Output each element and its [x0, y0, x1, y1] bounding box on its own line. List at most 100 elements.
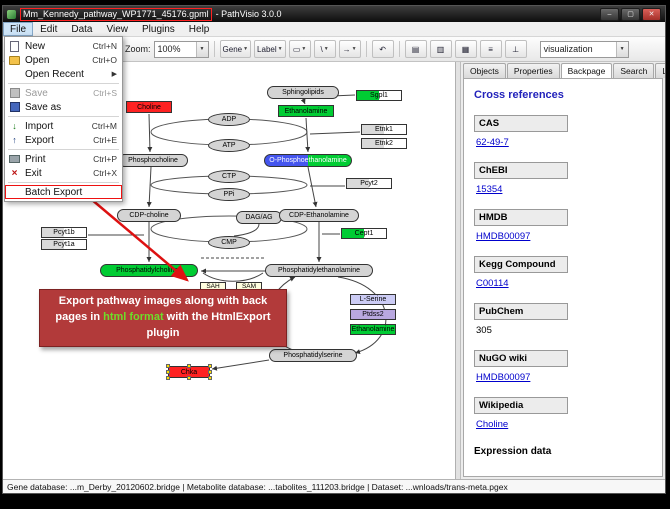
- menu-separator: [8, 182, 119, 183]
- file-menu-item-save-as[interactable]: Save as: [5, 100, 122, 114]
- backpage-link[interactable]: 62-49-7: [476, 137, 509, 148]
- stack-vertical-button[interactable]: ≡: [479, 40, 502, 58]
- selection-handle[interactable]: [208, 376, 212, 380]
- chevron-down-icon[interactable]: ▼: [301, 46, 307, 52]
- selection-handle[interactable]: [166, 370, 170, 374]
- tab-legend[interactable]: Legend: [655, 63, 665, 78]
- pathway-node-sphingolipids[interactable]: Sphingolipids: [267, 85, 339, 99]
- pathway-node-o-phosphoethanolamine[interactable]: O-Phosphoethanolamine: [264, 153, 352, 167]
- pathway-node-etnk2[interactable]: Etnk2: [361, 137, 407, 149]
- backpage-link[interactable]: Choline: [476, 419, 509, 430]
- pathway-node-choline[interactable]: Choline: [126, 101, 172, 113]
- tab-backpage[interactable]: Backpage: [560, 63, 613, 78]
- pathway-node-phosphatidylcholines[interactable]: Phosphatidylcholines: [100, 263, 198, 277]
- menu-plugins[interactable]: Plugins: [141, 23, 175, 35]
- backpage-link[interactable]: HMDB00097: [476, 372, 531, 383]
- chevron-down-icon[interactable]: ▼: [351, 46, 357, 52]
- selection-handle[interactable]: [166, 364, 170, 368]
- pathway-node-pcyt2[interactable]: Pcyt2: [346, 177, 392, 189]
- pathway-node-atp[interactable]: ATP: [208, 138, 250, 152]
- backpage-link[interactable]: HMDB00097: [476, 231, 531, 242]
- pathway-node-cdp-choline[interactable]: CDP-choline: [117, 208, 181, 222]
- chevron-down-icon[interactable]: ▼: [615, 41, 628, 57]
- menu-help[interactable]: Help: [188, 23, 210, 35]
- pathway-node-chka[interactable]: Chka: [166, 364, 212, 380]
- stack-horizontal-button-glyph: ⊥: [512, 44, 520, 54]
- connector-tool-button[interactable]: →▼: [338, 40, 361, 58]
- shape-tool-button[interactable]: ▭▼: [288, 40, 311, 58]
- chevron-down-icon[interactable]: ▼: [195, 41, 208, 57]
- maximize-button[interactable]: ▢: [621, 7, 640, 21]
- stack-horizontal-button[interactable]: ⊥: [504, 40, 527, 58]
- file-menu-item-batch-export[interactable]: Batch Export: [5, 185, 122, 199]
- backpage-link[interactable]: 15354: [476, 184, 503, 195]
- pathway-node-ethanolamine[interactable]: Ethanolamine: [350, 323, 396, 335]
- menu-item-shortcut: Ctrl+S: [93, 88, 117, 98]
- menu-edit[interactable]: Edit: [40, 23, 58, 35]
- close-button[interactable]: ✕: [642, 7, 661, 21]
- panel-splitter[interactable]: [456, 62, 461, 479]
- line-tool-button[interactable]: \▼: [313, 40, 336, 58]
- pathway-node-cmp[interactable]: CMP: [208, 235, 250, 249]
- visualization-combobox[interactable]: visualization ▼: [539, 40, 629, 58]
- menu-view[interactable]: View: [106, 23, 128, 35]
- backpage-link[interactable]: C00114: [476, 278, 509, 289]
- tab-properties[interactable]: Properties: [506, 63, 560, 78]
- pathway-node-ppi[interactable]: PPi: [208, 187, 250, 201]
- pathway-node-phosphatidylethanolamine[interactable]: Phosphatidylethanolamine: [265, 263, 373, 277]
- pathway-node-ptdss2[interactable]: Ptdss2: [350, 308, 396, 320]
- pathway-node-phosphocholine[interactable]: Phosphocholine: [118, 153, 188, 167]
- pathway-node-l-serine[interactable]: L-Serine: [350, 293, 396, 305]
- zoom-combobox[interactable]: 100% ▼: [153, 40, 209, 58]
- undo-button[interactable]: ↶: [371, 40, 394, 58]
- chevron-down-icon[interactable]: ▼: [277, 46, 283, 52]
- pathway-node-ethanolamine[interactable]: Ethanolamine: [278, 105, 334, 117]
- chevron-down-icon[interactable]: ▼: [243, 46, 249, 52]
- menu-data[interactable]: Data: [71, 23, 93, 35]
- pathway-node-pcyt1b[interactable]: Pcyt1b: [41, 226, 87, 238]
- selection-handle[interactable]: [208, 370, 212, 374]
- pathway-node-ctp[interactable]: CTP: [208, 169, 250, 183]
- pathway-node-pcyt1a[interactable]: Pcyt1a: [41, 238, 87, 250]
- file-menu-item-open-recent[interactable]: Open Recent▶: [5, 67, 122, 81]
- tab-search[interactable]: Search: [613, 63, 655, 78]
- chevron-down-icon[interactable]: ▼: [323, 46, 329, 52]
- selection-handle[interactable]: [187, 364, 191, 368]
- align-center-button[interactable]: ▥: [429, 40, 452, 58]
- menu-item-label: Save as: [25, 101, 62, 113]
- pathway-node-sgpl1[interactable]: Sgpl1: [356, 89, 402, 101]
- align-left-button[interactable]: ▤: [404, 40, 427, 58]
- backpage-section-title: ChEBI: [474, 162, 568, 179]
- backpage-section-title: Kegg Compound: [474, 256, 568, 273]
- toolbar-separator: [213, 41, 215, 57]
- selection-handle[interactable]: [187, 376, 191, 380]
- pathway-node-adp[interactable]: ADP: [208, 112, 250, 126]
- gene-node-button[interactable]: Gene▼: [219, 40, 252, 58]
- align-grid-button[interactable]: ▦: [454, 40, 477, 58]
- backpage-section-title: PubChem: [474, 303, 568, 320]
- pathway-node-phosphatidylserine[interactable]: Phosphatidylserine: [269, 348, 357, 362]
- pathway-node-cept1[interactable]: Cept1: [341, 227, 387, 239]
- tab-objects[interactable]: Objects: [463, 63, 506, 78]
- pathway-node-etnk1[interactable]: Etnk1: [361, 123, 407, 135]
- selection-handle[interactable]: [208, 364, 212, 368]
- menu-bar: File Edit Data View Plugins Help: [3, 22, 665, 37]
- selection-handle[interactable]: [166, 376, 170, 380]
- pathway-node-dag-ag[interactable]: DAG/AG: [236, 210, 282, 224]
- zoom-value: 100%: [157, 44, 181, 54]
- label-node-button[interactable]: Label▼: [254, 40, 286, 58]
- minimize-button[interactable]: –: [600, 7, 619, 21]
- menu-file[interactable]: File: [3, 22, 34, 36]
- backpage-section-chebi: ChEBI 15354: [474, 162, 652, 207]
- pathway-node-cdp-ethanolamine[interactable]: CDP-Ethanolamine: [279, 208, 359, 222]
